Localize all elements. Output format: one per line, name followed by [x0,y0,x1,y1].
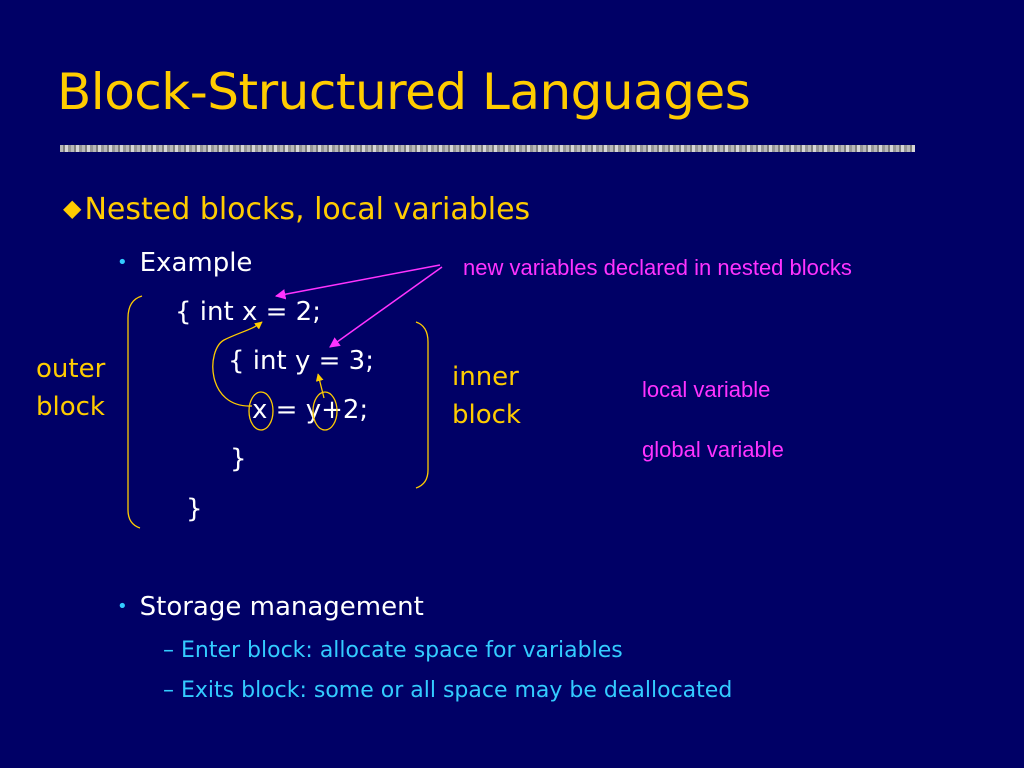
inner-block-label-line-1: inner [452,362,519,392]
global-variable-note: global variable [642,437,784,462]
sub-bullet-text: Storage management [139,592,424,622]
main-bullet: ◆Nested blocks, local variables [63,190,530,231]
outer-block-label-line-1: outer [36,354,106,384]
sub-bullet-example: • Example [117,246,252,283]
storage-item-exit: – Exits block: some or all space may be … [163,678,733,703]
inner-block-label-line-2: block [452,400,521,430]
title-divider [60,145,915,152]
local-variable-note: local variable [642,377,771,402]
global-reference-arrow [212,321,263,407]
y-variable-circle [312,391,338,431]
diamond-bullet-icon: ◆ [63,194,82,222]
bullet-dot-icon: • [117,596,128,617]
code-line-2: { int y = 3; [228,346,374,376]
code-line-5: } [186,494,203,524]
main-bullet-text: Nested blocks, local variables [84,192,531,227]
storage-item-enter: – Enter block: allocate space for variab… [163,638,623,663]
sub-bullet-storage: • Storage management [117,590,424,627]
outer-block-bracket [127,295,143,529]
inner-block-bracket [415,321,429,489]
bullet-dot-icon: • [117,252,128,273]
inner-block-label: inner block [452,358,521,434]
outer-block-label-line-2: block [36,392,105,422]
slide-title: Block-Structured Languages [57,63,751,121]
sub-bullet-text: Example [139,248,253,278]
outer-block-label: outer block [36,350,105,426]
new-vars-arrow-y [329,266,443,348]
code-line-4: } [230,444,247,474]
new-variables-note: new variables declared in nested blocks [463,255,852,280]
x-variable-circle [248,391,274,431]
local-reference-arrow [315,373,325,399]
code-line-1: { int x = 2; [175,297,321,327]
new-vars-arrow-x [274,264,441,300]
